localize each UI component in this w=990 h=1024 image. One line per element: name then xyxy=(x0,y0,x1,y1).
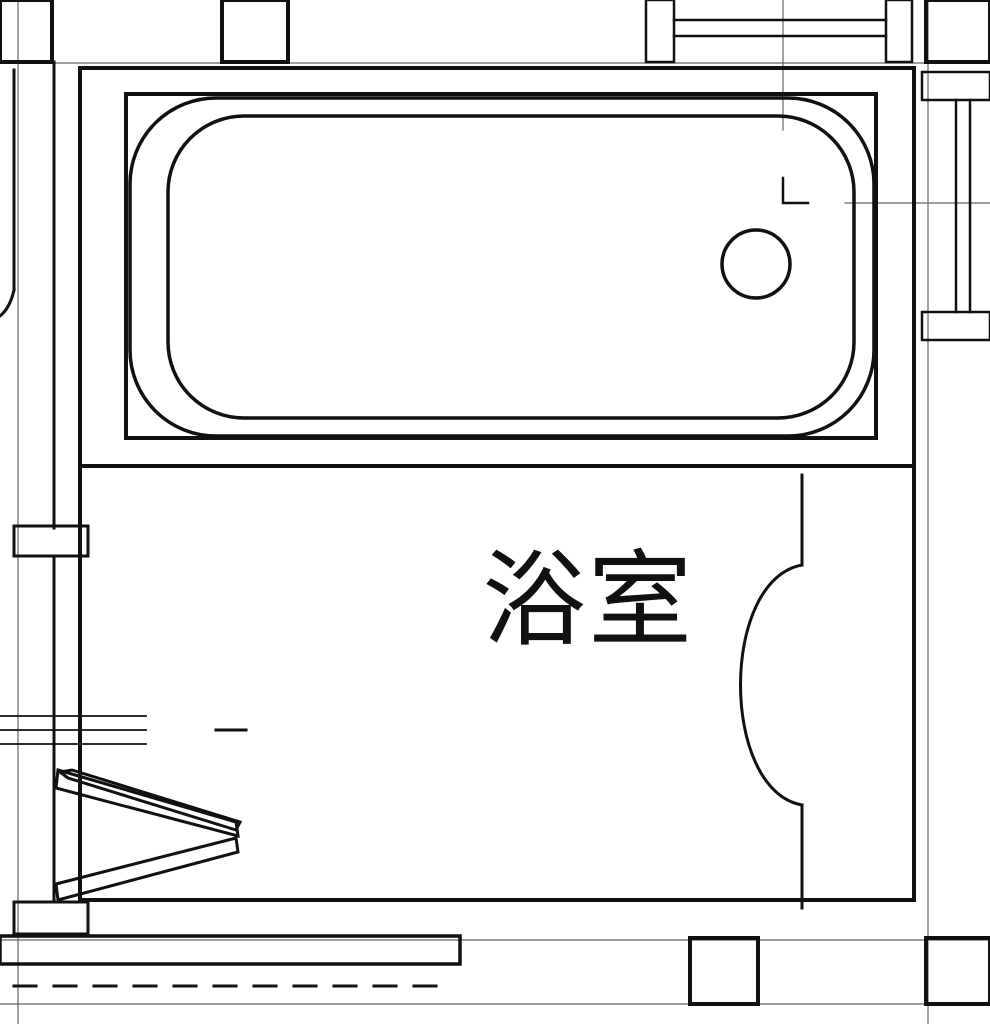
shower-arc xyxy=(739,473,804,910)
bathroom-outline xyxy=(78,66,916,902)
left-wall-curve xyxy=(0,288,16,318)
window-top-post-left xyxy=(644,0,676,64)
window-top-post-right xyxy=(884,0,914,64)
bathtub-basin xyxy=(166,114,856,420)
window-right-post-top xyxy=(920,70,990,102)
folding-door-panel-lower-outline xyxy=(54,836,240,902)
bottom-wall xyxy=(0,934,462,966)
shower-arc-curve xyxy=(739,563,804,807)
bathtub xyxy=(124,92,878,440)
door-post-upper xyxy=(12,524,90,558)
drain-icon xyxy=(720,228,792,300)
window-top xyxy=(644,0,914,64)
threshold-lines xyxy=(0,715,248,745)
bathtub-rim xyxy=(128,96,876,438)
folding-door-panel-upper-outline xyxy=(54,768,240,839)
window-right-post-bottom xyxy=(920,310,990,342)
column-bottom-center xyxy=(688,936,760,1006)
bathtub-outer-frame xyxy=(124,92,878,440)
room-label: 浴室 xyxy=(482,539,695,661)
window-right xyxy=(920,70,990,342)
column-top-center-left xyxy=(220,0,290,64)
drain-corner-mark xyxy=(781,176,810,205)
column-top-left xyxy=(0,0,54,64)
door-post-lower xyxy=(12,900,90,936)
folding-door xyxy=(54,768,243,902)
column-bottom-right xyxy=(924,936,990,1006)
column-top-right xyxy=(924,0,990,64)
